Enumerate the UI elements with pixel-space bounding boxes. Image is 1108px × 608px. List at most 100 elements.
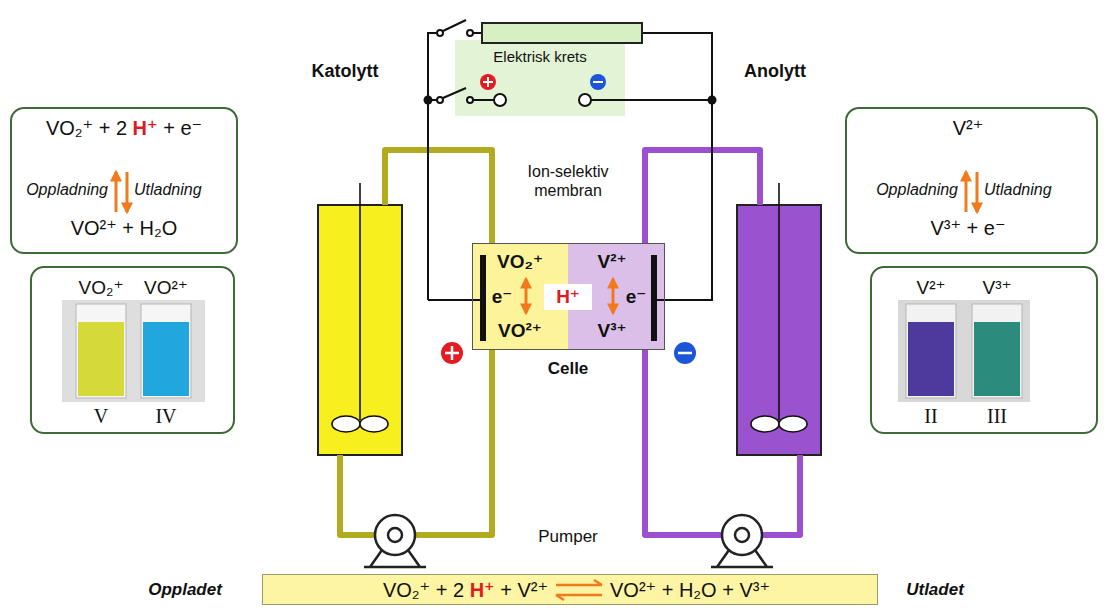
direction-label: Utladning	[984, 181, 1052, 199]
photo-ground	[62, 300, 205, 402]
text-run: Oppladning	[26, 181, 108, 198]
oxidation-state: IV	[155, 405, 176, 428]
reaction-equation: VO²⁺ + H₂O + V³⁺	[610, 579, 770, 602]
side-label: Katolytt	[312, 61, 379, 83]
oxidation-state: III	[987, 405, 1007, 428]
solution-photo	[62, 300, 1030, 402]
electron-label: e⁻	[626, 286, 647, 308]
circuit-label: Elektrisk krets	[493, 48, 586, 66]
wire	[473, 99, 494, 101]
text-run: Oppladet	[148, 580, 222, 599]
text-run: VO²⁺ + H₂O	[71, 217, 178, 239]
membrane-label: Ion-selektiv membran	[512, 162, 624, 200]
reaction-equation: VO₂⁺ + 2 H⁺ + V²⁺	[383, 579, 548, 602]
pump-symbol	[364, 515, 773, 567]
reaction-equation: VO²⁺ + H₂O	[71, 217, 178, 240]
text-run: II	[924, 405, 937, 427]
circuit-panel	[455, 40, 625, 116]
cuvette	[972, 304, 1022, 398]
cell-box: CelleVO₂⁺e⁻VO²⁺H⁺V²⁺e⁻V³⁺	[472, 243, 665, 350]
text-run: e⁻	[626, 286, 647, 307]
stirrer-blade	[332, 416, 360, 432]
proton-box: H⁺	[544, 284, 592, 310]
wire	[591, 99, 712, 101]
box-fills	[10, 107, 1098, 605]
catholyte-half: VO₂⁺e⁻VO²⁺	[472, 243, 568, 350]
overall-equation-bar: VO₂⁺ + 2 H⁺ + V²⁺ VO²⁺ + H₂O + V³⁺	[262, 574, 878, 605]
terminal	[494, 94, 506, 106]
catholyte-pipe	[415, 350, 492, 535]
switch-contact	[467, 97, 473, 103]
terminal	[579, 94, 591, 106]
text-run: Oppladning	[876, 181, 958, 198]
junction-dot	[424, 96, 433, 105]
catholyte-pipe	[385, 150, 492, 243]
reaction-equation: V²⁺	[953, 117, 984, 140]
text-run: VO²⁺	[498, 320, 542, 341]
stirrer-blade	[360, 416, 388, 432]
text-run: e⁻	[492, 286, 513, 307]
text-run: V²⁺	[597, 251, 626, 272]
state-label: Oppladet	[148, 580, 222, 600]
text-run: V³⁺ + e⁻	[930, 217, 1005, 239]
cell-arrow	[612, 279, 615, 313]
box-fill	[10, 107, 238, 254]
ion-label: V³⁺	[597, 320, 626, 342]
equation-bar-fill	[262, 574, 878, 605]
text-run: VO₂⁺	[79, 277, 124, 298]
cell-arrow	[525, 279, 528, 313]
pipes	[340, 150, 800, 535]
cuvette-liquid	[143, 322, 189, 396]
text-run: VO₂⁺ + 2	[383, 579, 470, 601]
photo-box: V²⁺V³⁺IIIII	[870, 266, 1098, 434]
tank	[318, 205, 821, 455]
ion-label: VO²⁺	[498, 320, 542, 342]
stirrer	[332, 183, 807, 432]
stirrer-shaft	[778, 183, 780, 420]
text-run: H⁺	[470, 579, 495, 601]
text-run: Katolytt	[312, 61, 379, 81]
switch-contact	[467, 30, 473, 36]
text-run: H⁺	[556, 286, 580, 307]
reaction-equation: V³⁺ + e⁻	[930, 217, 1005, 240]
cuvette	[906, 304, 956, 398]
minus-icon	[590, 74, 606, 90]
pump-body	[722, 515, 762, 555]
reaction-equation: VO₂⁺ + 2 H⁺ + e⁻	[46, 117, 202, 140]
proton-label: H⁺	[556, 286, 580, 308]
anolyte-pipe	[645, 350, 722, 535]
text-run: + e⁻	[158, 117, 202, 139]
equilibrium-arrow	[556, 595, 602, 600]
cell-heading: Celle	[548, 359, 589, 379]
photo-ground	[898, 300, 1030, 402]
solution-label: V²⁺	[916, 277, 945, 299]
anolyte-pipe	[645, 150, 760, 243]
pump-rotor	[735, 528, 749, 542]
text-run: VO₂⁺ + 2	[46, 117, 133, 139]
direction-label: Utladning	[134, 181, 202, 199]
cuvette-liquid	[78, 322, 124, 396]
plus-icon	[441, 342, 463, 364]
text-run: Utladning	[984, 181, 1052, 198]
electrode	[480, 255, 486, 341]
state-label: Utladet	[906, 580, 964, 600]
text-run: Pumper	[538, 527, 598, 546]
switch-lever	[443, 88, 466, 98]
discharge-arrow	[126, 172, 129, 212]
direction-label: Oppladning	[26, 181, 108, 199]
reaction-box: V²⁺ Oppladning UtladningV³⁺ + e⁻	[845, 107, 1098, 254]
text-run: Utladning	[134, 181, 202, 198]
cuvette	[76, 304, 126, 398]
text-run: IV	[155, 405, 176, 427]
text-run: + V²⁺	[495, 579, 548, 601]
side-label: Anolytt	[744, 61, 806, 83]
solution-label: VO₂⁺	[79, 277, 124, 299]
stirrer-blade	[779, 416, 807, 432]
text-run: III	[987, 405, 1007, 427]
wire	[428, 33, 437, 300]
cuvette	[141, 304, 191, 398]
text-run: V²⁺	[953, 117, 984, 139]
oxidation-state: II	[924, 405, 937, 428]
text-run: VO²⁺	[144, 277, 188, 298]
